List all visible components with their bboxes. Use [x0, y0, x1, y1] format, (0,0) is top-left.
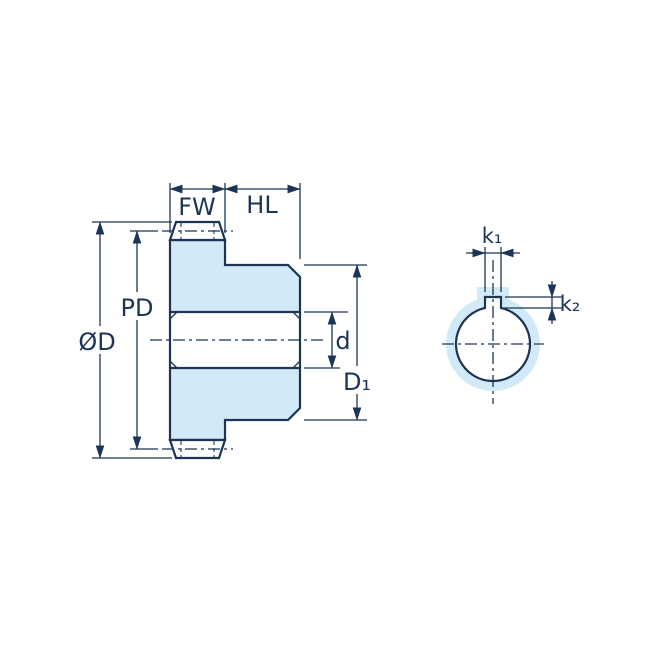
label-hub-diameter: D₁: [343, 368, 371, 396]
label-keyway-depth: k₂: [560, 292, 581, 316]
label-outside-diameter: ØD: [78, 328, 115, 356]
label-pitch-diameter: PD: [121, 294, 154, 322]
end-view: k₁ k₂: [442, 224, 580, 404]
bore-chamfer-mark: [292, 311, 301, 320]
label-hub-length: HL: [246, 191, 278, 219]
bore-chamfer-mark: [169, 311, 178, 320]
gear-body-lower: [168, 366, 302, 442]
cross-section-view: FW HL ØD PD d D₁: [78, 183, 374, 460]
bore-chamfer-mark: [292, 360, 301, 369]
bore-chamfer-mark: [169, 360, 178, 369]
tooth-profile-top: [168, 220, 227, 242]
tooth-profile-bottom: [168, 438, 227, 460]
label-bore-diameter: d: [335, 327, 350, 355]
gear-body-upper: [168, 238, 302, 314]
label-mask: [80, 326, 114, 354]
label-face-width: FW: [178, 193, 216, 221]
label-keyway-width: k₁: [482, 224, 503, 248]
label-mask: [340, 366, 374, 394]
label-mask: [120, 292, 154, 320]
